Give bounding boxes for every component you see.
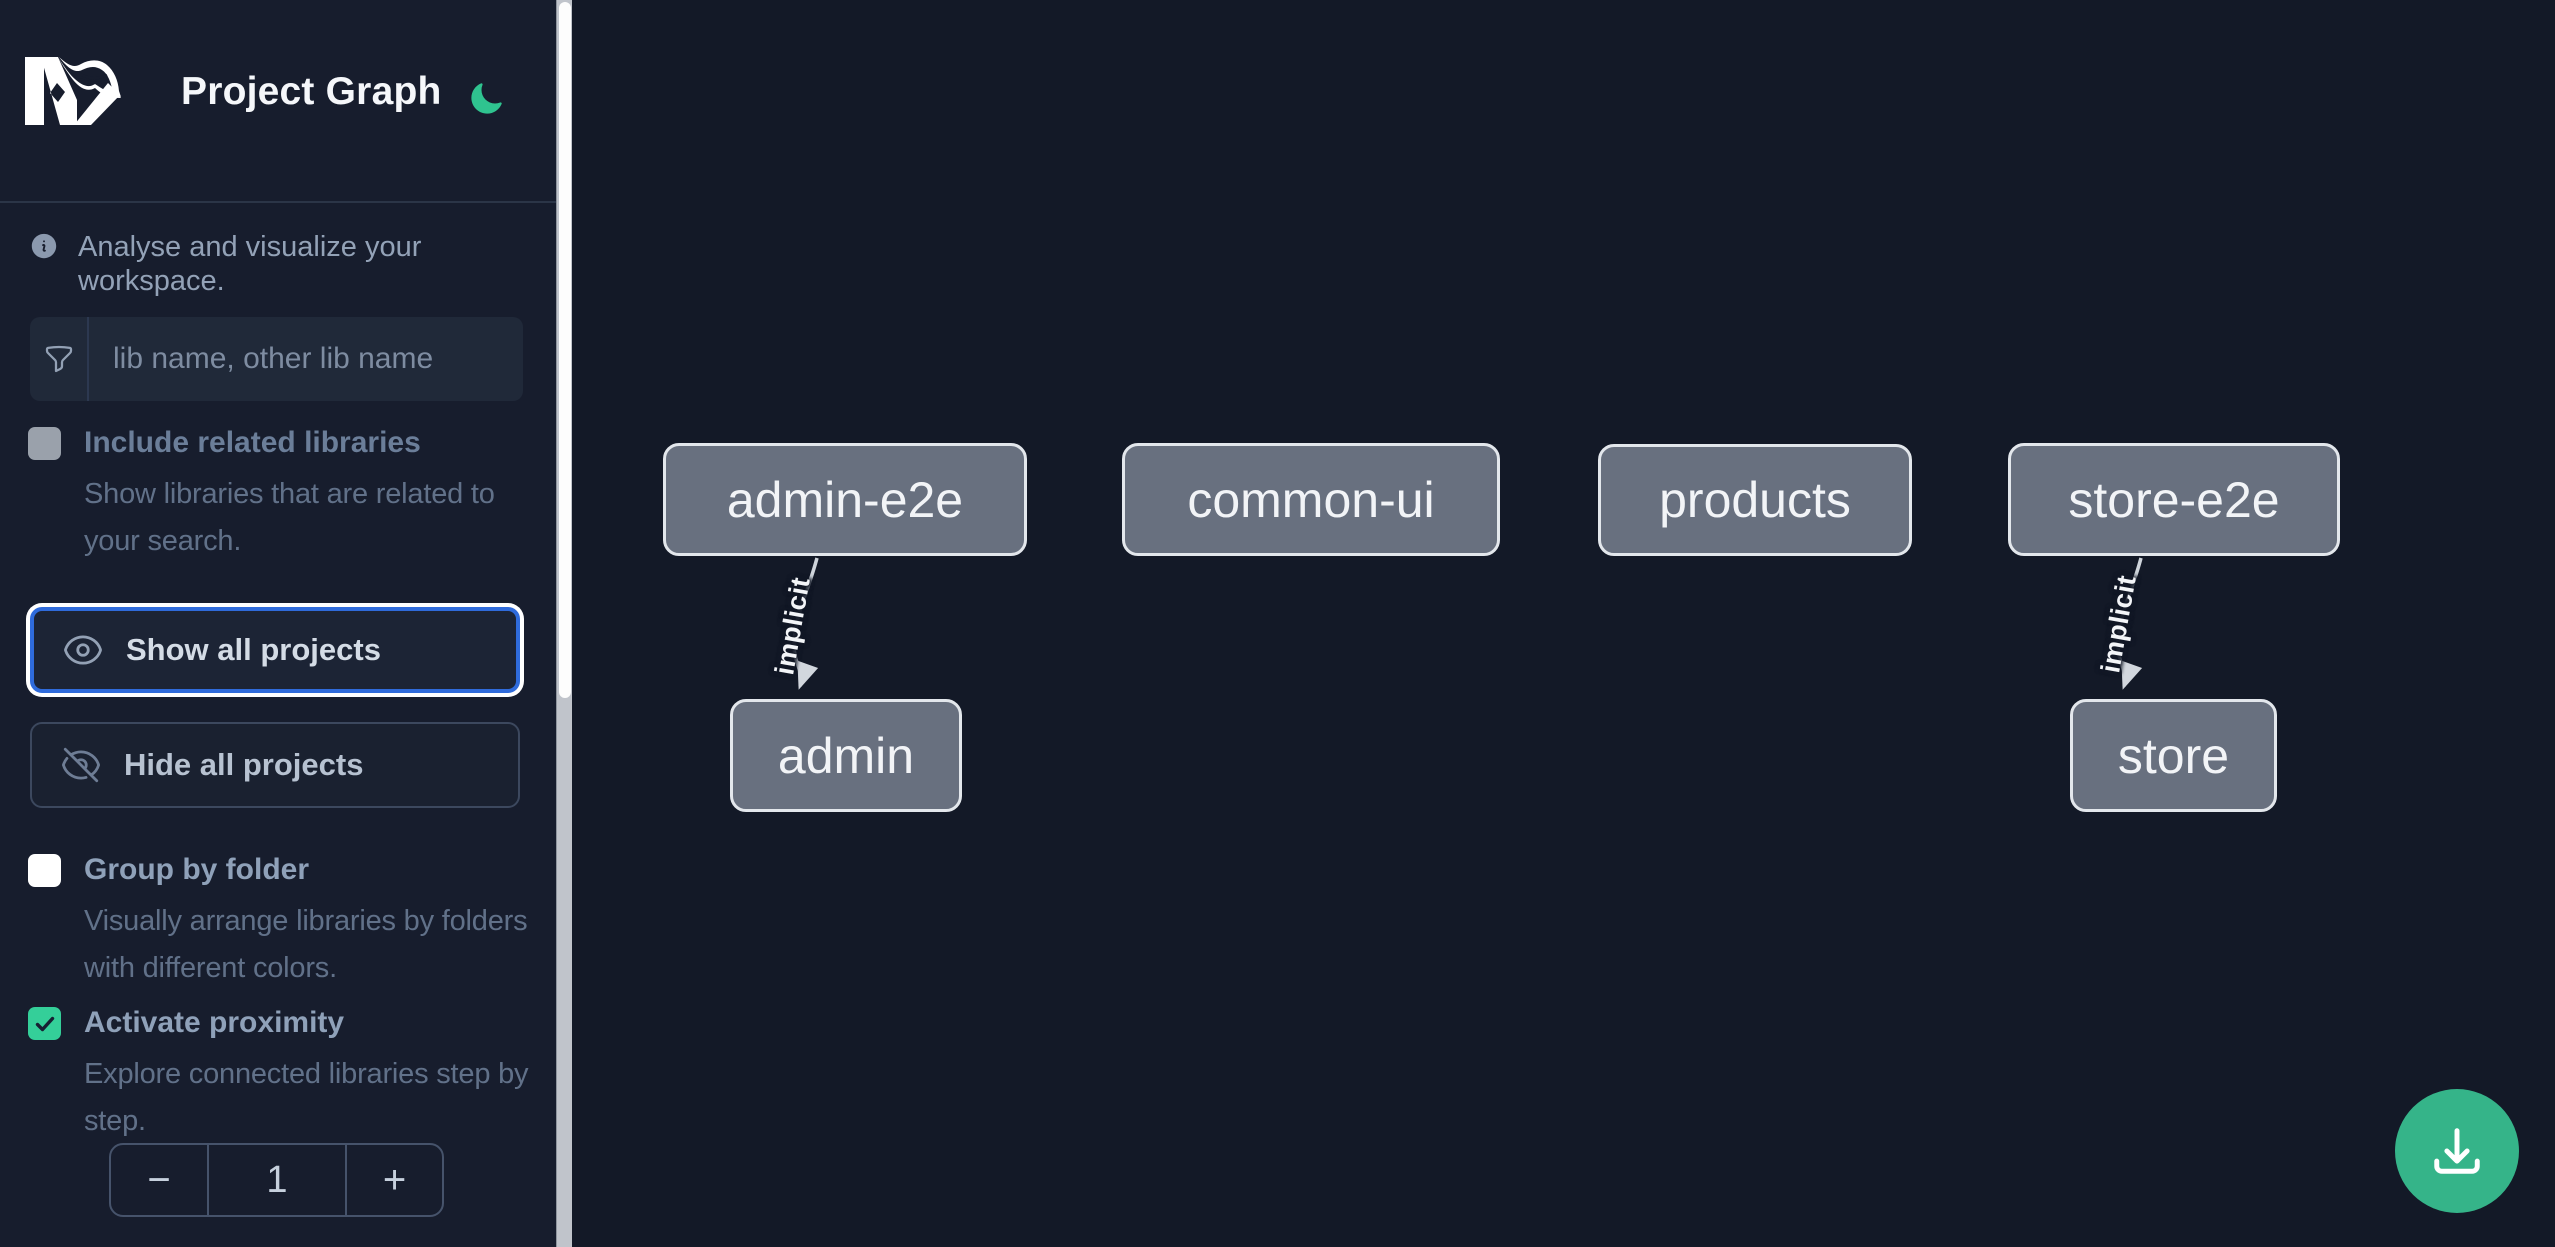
option-label: Group by folder (84, 853, 309, 886)
sidebar-header: Project Graph (0, 0, 557, 203)
include-related-checkbox[interactable] (28, 427, 61, 460)
sidebar-scrollbar[interactable] (556, 0, 572, 1247)
increment-button[interactable]: + (345, 1145, 442, 1215)
info-text: Analyse and visualize your workspace. (78, 231, 422, 297)
eye-icon (64, 635, 102, 665)
edge-label-implicit: implicit (2095, 572, 2142, 676)
graph-node-common-ui[interactable]: common-ui (1122, 443, 1500, 556)
graph-node-store[interactable]: store (2070, 699, 2277, 812)
workspace-info: Analyse and visualize your workspace. (29, 230, 557, 298)
option-description: Explore connected libraries step by step… (84, 1058, 529, 1137)
eye-slash-icon (61, 747, 101, 783)
proximity-depth-value: 1 (266, 1158, 288, 1201)
info-circle-icon (31, 233, 57, 259)
graph-node-admin[interactable]: admin (730, 699, 962, 812)
scrollbar-thumb[interactable] (559, 2, 571, 698)
graph-node-store-e2e[interactable]: store-e2e (2008, 443, 2340, 556)
option-label: Activate proximity (84, 1006, 345, 1039)
checkmark-icon (35, 1016, 54, 1031)
graph-node-products[interactable]: products (1598, 444, 1912, 556)
filter-box (30, 317, 523, 401)
hide-all-projects-button[interactable]: Hide all projects (30, 722, 520, 808)
filter-icon-cell (30, 317, 89, 401)
edge-label-implicit: implicit (769, 574, 816, 678)
funnel-icon (45, 345, 72, 373)
graph-canvas[interactable]: implicit implicit admin-e2e common-ui pr… (572, 0, 2555, 1247)
button-label: Hide all projects (124, 747, 364, 782)
theme-toggle-button[interactable] (466, 80, 506, 120)
filter-input[interactable] (89, 317, 523, 401)
nx-logo (25, 57, 121, 125)
download-graph-button[interactable] (2395, 1089, 2519, 1213)
activate-proximity-checkbox[interactable] (28, 1007, 61, 1040)
download-icon (2434, 1128, 2480, 1174)
graph-edges (792, 557, 2143, 690)
proximity-depth-stepper: − 1 + (109, 1143, 444, 1217)
show-all-projects-button[interactable]: Show all projects (30, 607, 520, 693)
decrement-button[interactable]: − (111, 1145, 209, 1215)
option-label: Include related libraries (84, 426, 421, 459)
sidebar: Project Graph Analyse and visualize your… (0, 0, 557, 1247)
option-description: Visually arrange libraries by folders wi… (84, 905, 528, 984)
moon-icon (471, 82, 502, 114)
option-description: Show libraries that are related to your … (84, 478, 495, 557)
page-title: Project Graph (181, 70, 442, 113)
option-group-by-folder: Group by folder Visually arrange librari… (28, 851, 528, 992)
graph-node-admin-e2e[interactable]: admin-e2e (663, 443, 1027, 556)
button-label: Show all projects (126, 632, 381, 667)
group-by-folder-checkbox[interactable] (28, 854, 61, 887)
option-include-related-libraries: Include related libraries Show libraries… (28, 424, 528, 565)
option-activate-proximity: Activate proximity Explore connected lib… (28, 1004, 529, 1145)
